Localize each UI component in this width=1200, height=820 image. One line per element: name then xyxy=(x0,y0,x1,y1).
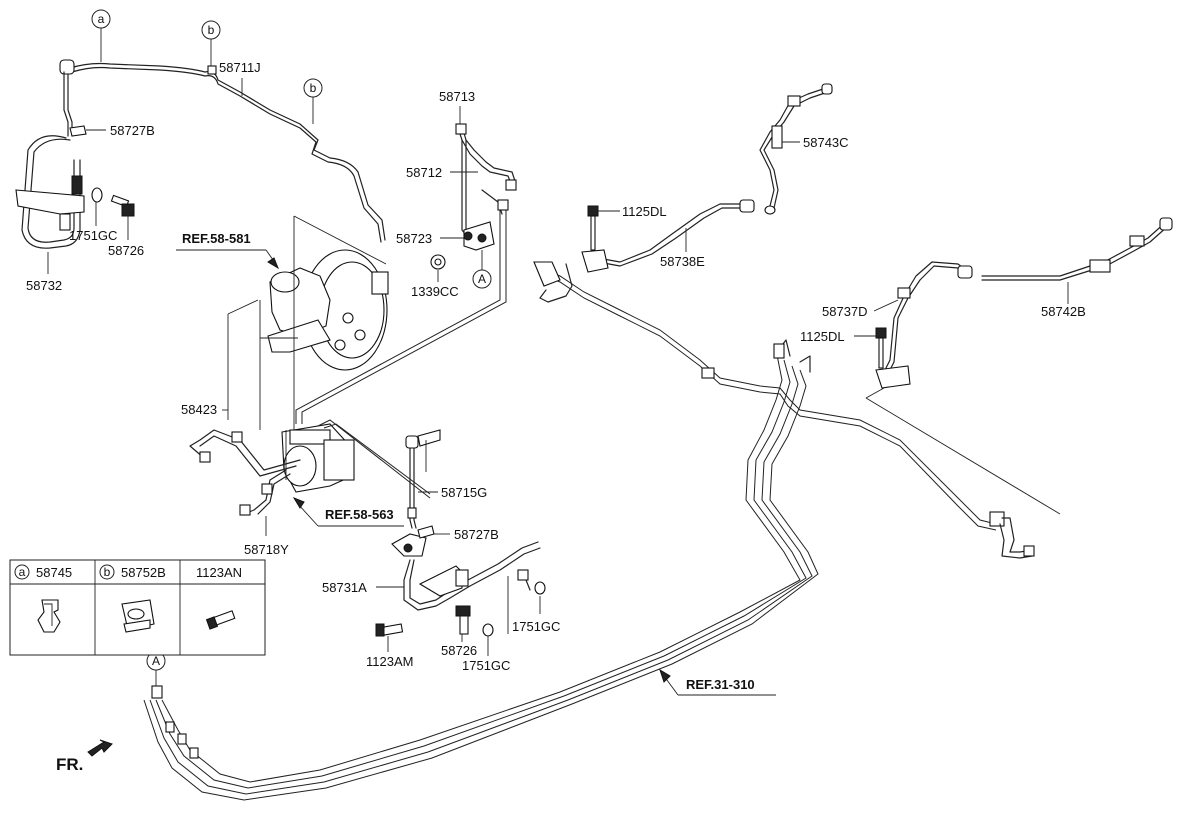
marker-b-top: b xyxy=(201,20,221,66)
svg-text:58743C: 58743C xyxy=(803,135,849,150)
svg-text:58726: 58726 xyxy=(108,243,144,258)
svg-text:58718Y: 58718Y xyxy=(244,542,289,557)
main-brake-lines xyxy=(143,261,1035,801)
svg-text:a: a xyxy=(98,12,105,26)
bolt-1123AM xyxy=(375,623,404,637)
svg-text:b: b xyxy=(104,565,111,579)
svg-text:REF.31-310: REF.31-310 xyxy=(686,677,755,692)
svg-text:a: a xyxy=(19,565,26,579)
svg-text:58712: 58712 xyxy=(406,165,442,180)
bolt-58726-lower xyxy=(455,605,471,635)
ref-58-563: REF.58-563 xyxy=(292,496,404,527)
abs-hydraulic-unit xyxy=(281,423,355,493)
front-arrow-icon xyxy=(87,739,113,757)
svg-text:REF.58-563: REF.58-563 xyxy=(325,507,394,522)
legend-col-1123AN: 1123AN xyxy=(196,565,242,630)
rear-right-lower-group xyxy=(865,217,1173,515)
legend-col-58745: a 58745 xyxy=(14,564,72,633)
marker-a-top: a xyxy=(91,9,111,62)
svg-text:58423: 58423 xyxy=(181,402,217,417)
svg-text:1751GC: 1751GC xyxy=(462,658,510,673)
brake-tube-58711J xyxy=(69,62,386,241)
marker-b-mid: b xyxy=(303,78,323,124)
svg-text:b: b xyxy=(208,23,215,37)
bolt-58726 xyxy=(110,194,135,217)
svg-text:58711J: 58711J xyxy=(219,60,261,75)
svg-text:58752B: 58752B xyxy=(121,565,166,580)
rear-left-hose-group xyxy=(375,429,546,637)
rear-center-hose-group xyxy=(430,123,517,282)
svg-text:1125DL: 1125DL xyxy=(800,329,845,344)
svg-text:b: b xyxy=(310,81,317,95)
marker-A-lower: A xyxy=(146,651,166,686)
legend-col-58752B: b 58752B xyxy=(99,564,166,633)
svg-text:1123AN: 1123AN xyxy=(196,565,242,580)
svg-text:58723: 58723 xyxy=(396,231,432,246)
svg-text:1123AM: 1123AM xyxy=(366,654,413,669)
svg-text:58727B: 58727B xyxy=(454,527,499,542)
svg-text:1751GC: 1751GC xyxy=(69,228,117,243)
marker-A-upper: A xyxy=(472,250,492,289)
svg-text:58713: 58713 xyxy=(439,89,475,104)
svg-text:58731A: 58731A xyxy=(322,580,367,595)
svg-text:REF.58-581: REF.58-581 xyxy=(182,231,251,246)
svg-text:58715G: 58715G xyxy=(441,485,487,500)
legend-table: a 58745 b 58752B 1123AN xyxy=(9,559,266,656)
front-direction-indicator: FR. xyxy=(56,739,113,774)
svg-text:1751GC: 1751GC xyxy=(512,619,560,634)
front-left-brake-line-group xyxy=(15,59,386,249)
svg-text:58742B: 58742B xyxy=(1041,304,1086,319)
ref-58-581: REF.58-581 xyxy=(176,231,280,270)
svg-text:FR.: FR. xyxy=(56,755,83,774)
svg-text:58727B: 58727B xyxy=(110,123,155,138)
svg-text:58737D: 58737D xyxy=(822,304,868,319)
rear-right-upper-group xyxy=(581,83,833,273)
abs-lines xyxy=(189,200,507,516)
part-labels: 58711J 58727B 1751GC 58726 58732 58713 5… xyxy=(26,60,1086,673)
svg-text:58745: 58745 xyxy=(36,565,72,580)
ref-31-310: REF.31-310 xyxy=(659,668,776,696)
svg-text:58726: 58726 xyxy=(441,643,477,658)
svg-text:58738E: 58738E xyxy=(660,254,705,269)
brake-booster-assembly xyxy=(227,215,389,430)
brake-hose-58732 xyxy=(21,135,81,249)
svg-text:1125DL: 1125DL xyxy=(622,204,667,219)
svg-text:1339CC: 1339CC xyxy=(411,284,459,299)
svg-text:58732: 58732 xyxy=(26,278,62,293)
svg-text:A: A xyxy=(152,654,160,668)
svg-text:A: A xyxy=(478,272,486,286)
